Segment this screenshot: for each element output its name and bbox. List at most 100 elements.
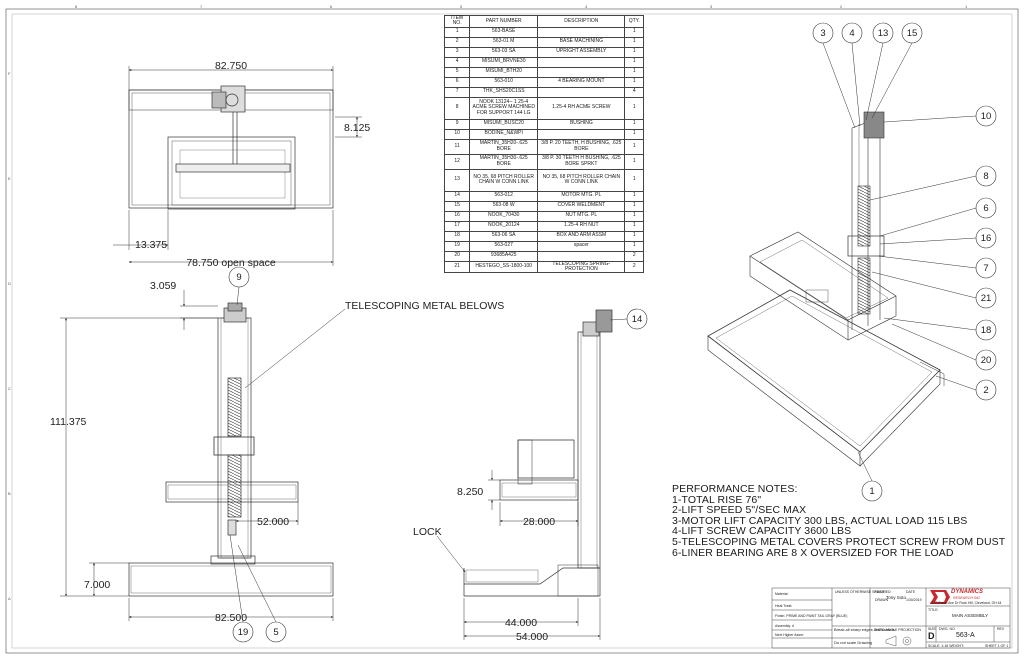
dim-side-arm-w: 28.000 xyxy=(523,516,555,528)
balloon-7: 7 xyxy=(983,263,988,274)
bellows-label: TELESCOPING METAL BELOWS xyxy=(345,300,504,312)
tb-no-scale: Do not scale Drawing xyxy=(834,640,873,645)
dim-open-space: 78.750 open space xyxy=(186,257,275,269)
bom-header-row: ITEM NO. PART NUMBER DESCRIPTION QTY. xyxy=(443,15,644,28)
svg-text:B: B xyxy=(8,491,11,496)
balloon-9: 9 xyxy=(236,272,241,283)
front-balloons: 9 19 5 xyxy=(228,266,287,643)
balloon-10: 10 xyxy=(981,111,992,122)
balloon-13: 13 xyxy=(878,28,889,39)
front-view xyxy=(128,302,334,597)
svg-text:6: 6 xyxy=(330,4,333,9)
dim-front-base-w: 82.500 xyxy=(215,612,247,624)
dim-side-base-2: 54.000 xyxy=(516,631,548,643)
dim-front-arm: 52.000 xyxy=(257,516,289,528)
bellows-callout: TELESCOPING METAL BELOWS xyxy=(244,300,504,389)
company-logo xyxy=(930,590,950,604)
isometric-leaders xyxy=(822,42,977,482)
tb-drawn: DRAWN xyxy=(875,598,889,602)
balloon-3: 3 xyxy=(820,28,825,39)
balloon-6: 6 xyxy=(983,203,988,214)
tb-drawing-title: MAIN ASSEMBLY xyxy=(952,613,989,618)
top-view-dimensions xyxy=(113,66,362,266)
note-line: 2-LIFT SPEED 5"/SEC MAX xyxy=(672,504,807,517)
svg-text:5: 5 xyxy=(460,4,463,9)
note-line: 6-LINER BEARING ARE 8 X OVERSIZED FOR TH… xyxy=(672,546,954,559)
dim-front-top: 3.059 xyxy=(150,280,176,292)
tb-drawn-by: Tony Soto xyxy=(886,595,907,600)
projection-symbol xyxy=(885,635,912,647)
note-line: 5-TELESCOPING METAL COVERS PROTECT SCREW… xyxy=(672,535,1006,548)
svg-text:E: E xyxy=(8,176,11,181)
svg-text:3: 3 xyxy=(710,4,713,9)
bom-header-item: ITEM NO. xyxy=(443,15,471,28)
note-line: 3-MOTOR LIFT CAPACITY 300 LBS, ACTUAL LO… xyxy=(672,514,968,527)
svg-text:F: F xyxy=(8,71,11,76)
dim-front-base-h: 7.000 xyxy=(84,579,110,591)
tb-sheet: SHEET 1 OF 1 xyxy=(985,644,1009,648)
tb-drawn-date: 1/30/2019 xyxy=(906,598,922,602)
tb-unless: UNLESS OTHERWISE SPECIFIED: xyxy=(835,590,892,594)
tb-dwg-lbl: DWG. NO. xyxy=(939,627,956,631)
note-line: 1-TOTAL RISE 76" xyxy=(672,493,762,506)
balloon-8: 8 xyxy=(983,171,988,182)
title-block-frame xyxy=(771,587,1011,649)
isometric-view xyxy=(707,111,945,467)
tb-heat-treat: Heat Treat: xyxy=(775,604,793,608)
tb-dwg-no: 563-A xyxy=(956,632,975,639)
balloon-19: 19 xyxy=(238,627,249,638)
svg-text:A: A xyxy=(8,596,11,601)
bom-header-part: PART NUMBER xyxy=(469,15,539,28)
tb-assembly: Assembly: # xyxy=(775,624,795,628)
dim-top-left: 13.375 xyxy=(135,239,167,251)
dim-front-height: 111.375 xyxy=(50,416,87,428)
tb-rev-lbl: REV xyxy=(997,627,1005,631)
tb-company-sub: RESEARCH INC xyxy=(953,596,981,600)
balloon-14: 14 xyxy=(632,314,643,325)
svg-text:2: 2 xyxy=(840,4,843,9)
svg-text:8: 8 xyxy=(75,4,78,9)
isometric-balloons: 3 4 13 15 10 8 6 16 7 21 18 20 2 1 xyxy=(812,22,997,502)
tb-size: D xyxy=(928,631,935,641)
border-zone-marks: 8 7 6 5 4 3 2 1 F E D C B A xyxy=(8,4,968,601)
tb-scale: SCALE: 1:16 WEIGHT: xyxy=(928,644,964,648)
svg-text:4: 4 xyxy=(585,4,588,9)
balloon-18: 18 xyxy=(981,325,992,336)
tb-material: Material: xyxy=(775,592,789,596)
tb-break-edges: Break all sharp edges and corners xyxy=(834,627,895,632)
side-view xyxy=(463,309,613,597)
tb-address: 4133 Eaton Ave Dr Rock Hill, Cleveland, … xyxy=(930,601,1002,605)
tb-next-higher: Next Higher Assm: xyxy=(775,633,804,637)
dim-top-width: 82.750 xyxy=(215,60,247,72)
balloon-4: 4 xyxy=(849,28,854,39)
svg-text:1: 1 xyxy=(965,4,968,9)
balloon-20: 20 xyxy=(981,355,992,366)
tb-date-hdr: DATE xyxy=(906,590,916,594)
balloon-1: 1 xyxy=(869,486,874,497)
svg-text:C: C xyxy=(8,386,11,391)
balloon-21: 21 xyxy=(981,293,992,304)
tb-title-lbl: TITLE: xyxy=(928,608,939,612)
side-view-dimensions xyxy=(463,470,601,640)
svg-text:7: 7 xyxy=(200,4,203,9)
dim-top-height: 8.125 xyxy=(344,122,370,134)
tb-finish: Finish: PRIME AND PAINT TAIL GRAY (BLUE) xyxy=(775,614,848,618)
balloon-15: 15 xyxy=(907,28,918,39)
bom-header-desc: DESCRIPTION xyxy=(537,15,626,28)
